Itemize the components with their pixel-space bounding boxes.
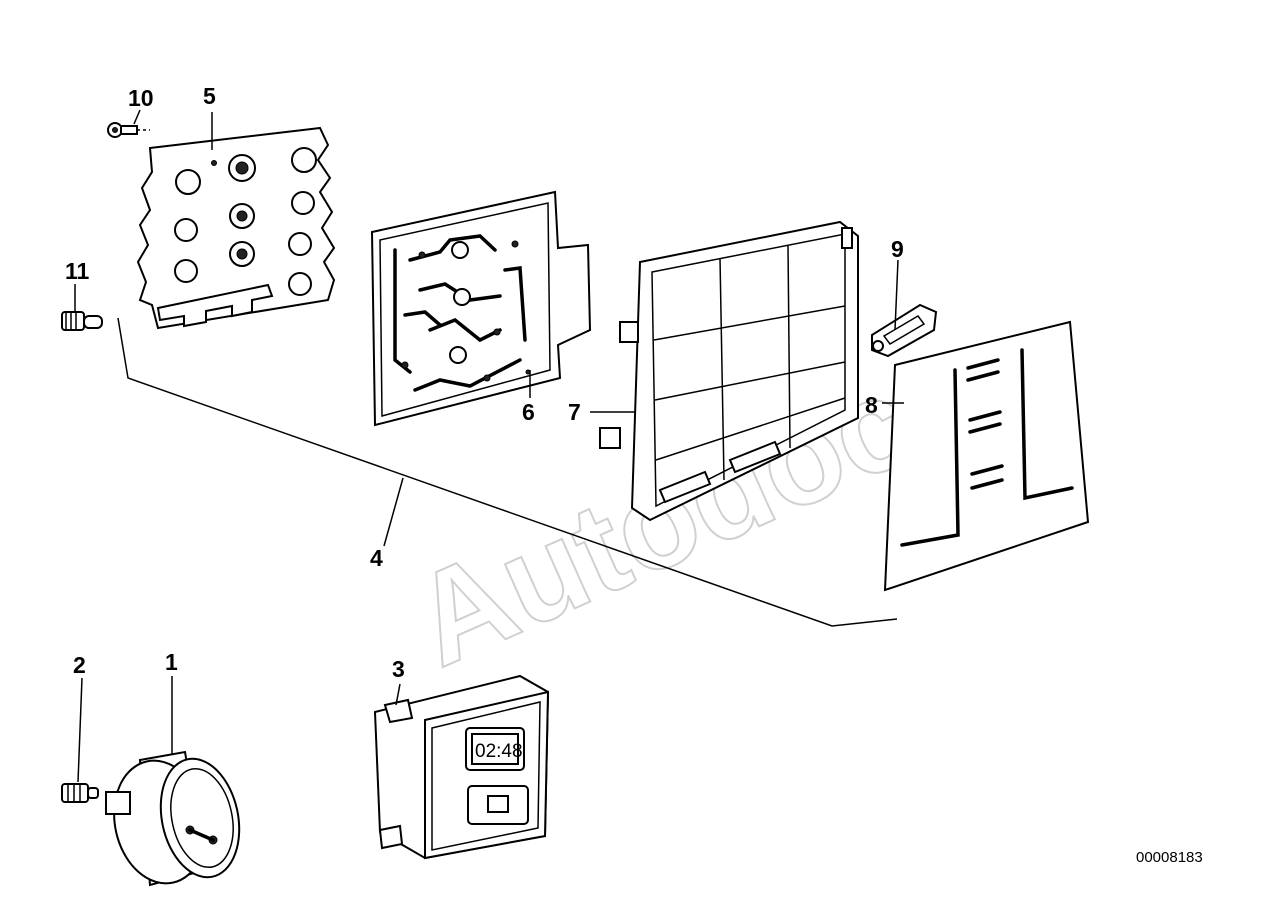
leader-lines <box>74 109 904 783</box>
part-connector-9 <box>871 303 938 358</box>
clock-display-readout: 02:48 <box>475 741 523 762</box>
callout-9: 9 <box>891 236 904 262</box>
part-screw-10 <box>107 122 150 138</box>
callout-6: 6 <box>522 399 535 425</box>
callout-11: 11 <box>65 258 90 284</box>
callout-10: 10 <box>128 85 154 111</box>
drawing-number: 00008183 <box>1136 849 1203 866</box>
part-bulb-11 <box>61 311 103 331</box>
part-front-plate-5 <box>136 126 336 330</box>
part-bulb-2 <box>61 783 99 803</box>
part-gauge-1 <box>105 750 241 887</box>
callout-7: 7 <box>568 399 581 425</box>
part-cover-plate-8 <box>883 320 1090 592</box>
callout-8: 8 <box>865 392 878 418</box>
assembly-bracket-line <box>117 317 898 627</box>
callout-5: 5 <box>203 83 216 109</box>
part-housing-7 <box>599 220 859 522</box>
part-digital-clock-3: 02:48 <box>373 674 550 860</box>
callout-4: 4 <box>370 545 383 571</box>
callout-3: 3 <box>392 656 405 682</box>
part-circuit-board-6 <box>370 190 592 427</box>
callout-2: 2 <box>73 652 86 678</box>
callout-1: 1 <box>165 649 178 675</box>
